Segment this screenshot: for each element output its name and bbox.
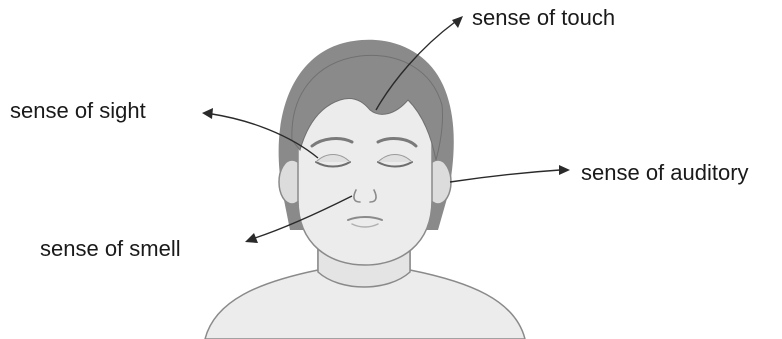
label-sight: sense of sight bbox=[10, 98, 146, 123]
arrow-auditory bbox=[450, 170, 560, 182]
label-smell: sense of smell bbox=[40, 236, 181, 261]
arrow-sight-head bbox=[202, 108, 213, 119]
head-illustration bbox=[205, 40, 525, 339]
arrow-auditory-head bbox=[559, 165, 570, 175]
label-touch: sense of touch bbox=[472, 5, 615, 30]
arrow-touch-head bbox=[452, 16, 463, 28]
label-auditory: sense of auditory bbox=[581, 160, 749, 185]
